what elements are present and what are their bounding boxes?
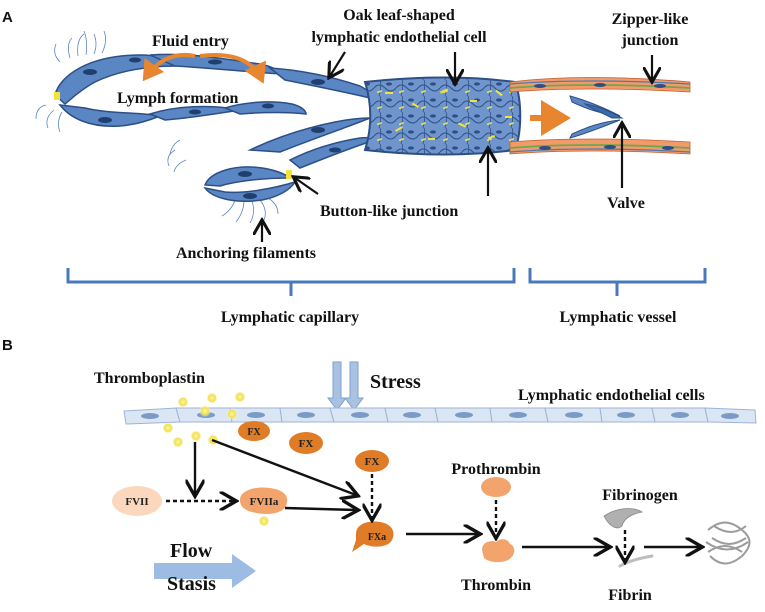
anchoring-filaments-left: [35, 30, 106, 133]
label-fviia: FVIIa: [250, 496, 279, 508]
label-oak-leaf-line1: Oak leaf-shaped: [343, 7, 455, 24]
label-lymphatic-endothelial-cells: Lymphatic endothelial cells: [518, 387, 705, 404]
label-fluid-entry: Fluid entry: [152, 33, 229, 50]
label-prothrombin: Prothrombin: [451, 461, 540, 478]
oak-leaf-vessel-segment: [363, 76, 522, 156]
endothelial-cell: [58, 104, 163, 127]
capillary-cells: [54, 53, 377, 202]
label-lymphatic-vessel: Lymphatic vessel: [560, 309, 677, 326]
endothelial-cell: [247, 117, 371, 153]
endothelial-cell: [203, 180, 297, 202]
label-lymphatic-capillary: Lymphatic capillary: [221, 309, 359, 326]
label-lymph-formation: Lymph formation: [117, 90, 238, 107]
label-valve: Valve: [607, 195, 645, 212]
factor-fviia: FVIIa: [240, 487, 288, 514]
label-fx-3: FX: [365, 456, 380, 468]
label-oak-leaf-line2: lymphatic endothelial cell: [311, 29, 487, 46]
panel-b-letter: B: [2, 337, 13, 354]
label-fibrin: Fibrin: [608, 587, 652, 604]
fibrinogen-shape: [603, 508, 644, 529]
panel-a-pointer-arrows: [262, 51, 652, 242]
lec-monolayer: [123, 407, 757, 425]
thrombin-shape: [482, 539, 515, 563]
bracket-vessel: [528, 268, 707, 296]
button-junction: [54, 92, 60, 100]
panel-a-letter: A: [2, 9, 13, 26]
stress-arrows: [327, 361, 364, 411]
lec-nuclei: [141, 412, 739, 419]
label-stress: Stress: [370, 371, 421, 393]
reaction-arrows: [195, 438, 700, 547]
label-zipper-line1: Zipper-like: [612, 11, 689, 28]
factor-fx-3: FX: [355, 450, 389, 472]
anchoring-filaments-middle: [167, 139, 187, 173]
factor-fx-2: FX: [289, 432, 323, 454]
label-button-junction: Button-like junction: [320, 203, 458, 220]
label-stasis: Stasis: [167, 573, 216, 595]
valve-leaflets: [569, 95, 624, 139]
prothrombin-shape: [481, 477, 511, 497]
label-thromboplastin: Thromboplastin: [94, 370, 205, 387]
factor-fxa: FXa: [352, 521, 394, 552]
collecting-vessel: [509, 77, 691, 155]
label-zipper-line2: junction: [621, 32, 679, 49]
fluid-entry-arrows: [142, 53, 267, 84]
factor-fx-1: FX: [238, 421, 270, 441]
label-fvii: FVII: [125, 496, 148, 508]
label-fibrinogen: Fibrinogen: [602, 487, 678, 504]
flow-stasis-arrow: [154, 554, 256, 588]
label-fxa: FXa: [368, 532, 386, 543]
fibrin-mesh: [705, 521, 751, 565]
oak-leaf-junctions: [385, 88, 512, 140]
label-fx-2: FX: [299, 438, 314, 450]
fibrin-strand: [618, 554, 654, 568]
label-anchoring-filaments: Anchoring filaments: [176, 245, 316, 262]
reaction-arrows-dotted: [166, 474, 625, 560]
factor-fvii: FVII: [112, 486, 162, 516]
button-junction: [286, 170, 292, 179]
label-thrombin: Thrombin: [461, 577, 531, 594]
vessel-bottom-wall: [509, 138, 691, 155]
vessel-top-wall: [509, 77, 691, 93]
label-fx-1: FX: [247, 427, 261, 438]
label-flow: Flow: [170, 540, 213, 562]
bracket-capillary: [66, 268, 516, 296]
